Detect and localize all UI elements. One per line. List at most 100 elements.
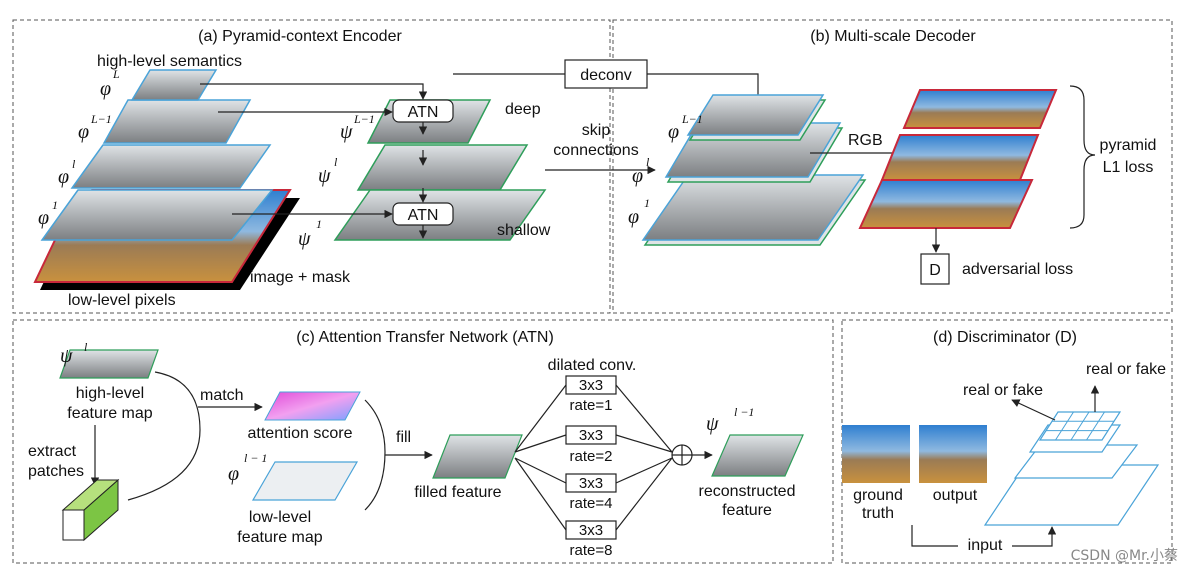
phi-L-sup: L: [112, 67, 120, 81]
phi-L-layer: [130, 69, 218, 101]
phi-L1-label: φ: [78, 121, 89, 143]
conv-kernel-2: 3x3: [579, 427, 603, 444]
input-label: input: [968, 537, 1003, 554]
psi-l-sup: l: [334, 155, 338, 169]
ll-feature-label-2: feature map: [237, 529, 322, 546]
patch-cube-top: [61, 479, 120, 511]
recon-psi-sup: l −1: [734, 405, 754, 419]
deep-label: deep: [505, 101, 541, 118]
attention-score-label: attention score: [248, 425, 353, 442]
reconstructed-feature-map: [711, 434, 804, 477]
psi-L1-sup: L−1: [353, 112, 375, 126]
atn-psi-l-map: [59, 349, 159, 379]
atn-phi-label: φ: [228, 463, 239, 485]
phi-L-label: φ: [100, 78, 111, 100]
ll-feature-label-1: low-level: [249, 509, 311, 526]
curve-fill: [364, 399, 386, 511]
varphi-l-sup: l: [646, 155, 650, 169]
low-level-pixels-label: low-level pixels: [68, 292, 176, 309]
conv-rate-4: rate=8: [570, 542, 613, 559]
conv-branch-1: 3x3 rate=1: [565, 375, 617, 414]
atn-psi-label: ψ: [60, 345, 73, 367]
high-level-semantics-label: high-level semantics: [97, 53, 242, 70]
reconstructed-label-2: feature: [722, 502, 772, 519]
phi-L1-sup: L−1: [90, 112, 112, 126]
phi-1-label: φ: [38, 207, 49, 229]
deconv-label: deconv: [580, 67, 632, 84]
phi-l-label: φ: [58, 166, 69, 188]
conv-kernel-1: 3x3: [579, 377, 603, 394]
panel-b-title: (b) Multi-scale Decoder: [810, 28, 976, 45]
conv-kernel-4: 3x3: [579, 522, 603, 539]
fill-label: fill: [396, 429, 411, 446]
psi-L1-label: ψ: [340, 121, 353, 143]
psi-1-sup: 1: [316, 217, 322, 231]
varphi-L1-layer: [686, 94, 825, 136]
disc-grid-lines: [1046, 411, 1114, 441]
hl-feature-label-2: feature map: [67, 405, 152, 422]
atn-box-top-label: ATN: [408, 104, 439, 121]
loss-bracket: [1069, 85, 1096, 229]
attention-score-map: [264, 391, 361, 421]
atn-box-bottom-label: ATN: [408, 207, 439, 224]
output-image: [919, 425, 987, 483]
panel-c-border: [12, 319, 834, 564]
panel-a-border: [12, 19, 611, 314]
atn-phi-map: [251, 461, 359, 501]
varphi-1-label: φ: [628, 206, 639, 228]
real-or-fake-label-2: real or fake: [1086, 361, 1166, 378]
varphi-l-label: φ: [632, 165, 643, 187]
varphi-L1-sup: L−1: [681, 112, 703, 126]
conv-rate-1: rate=1: [570, 397, 613, 414]
phi-L1-layer: [102, 99, 252, 144]
panel-d-title: (d) Discriminator (D): [933, 329, 1077, 346]
psi-1-label: ψ: [298, 228, 311, 250]
reconstructed-label-1: reconstructed: [699, 483, 796, 500]
phi-l-sup: l: [72, 157, 76, 171]
d-box: [920, 253, 950, 285]
rgb-output-3: [902, 89, 1058, 129]
filled-feature-label: filled feature: [414, 484, 501, 501]
fan-in-lines: [615, 384, 673, 531]
panel-b-border: [612, 19, 1173, 314]
phi-1-sup: 1: [52, 198, 58, 212]
shallow-label: shallow: [497, 222, 551, 239]
phi-l-layer: [70, 144, 272, 189]
rgb-label: RGB: [848, 132, 883, 149]
ground-truth-label-2: truth: [862, 505, 894, 522]
atn-phi-sup: l − 1: [244, 451, 267, 465]
output-label: output: [933, 487, 978, 504]
conv-branch-4: 3x3 rate=8: [565, 520, 617, 559]
recon-psi-label: ψ: [706, 413, 719, 435]
arrow-phiL-to-atn: [200, 83, 428, 100]
skip-label-2: connections: [553, 142, 638, 159]
patch-cube-front: [62, 509, 85, 541]
sum-node-plus: [672, 445, 692, 465]
d-box-label: D: [929, 262, 941, 279]
real-or-fake-label-1: real or fake: [963, 382, 1043, 399]
conv-branch-2: 3x3 rate=2: [565, 425, 617, 465]
atn-psi-sup: l: [84, 340, 88, 354]
pyramid-label: pyramid: [1100, 137, 1157, 154]
panel-c-title: (c) Attention Transfer Network (ATN): [296, 329, 554, 346]
ground-truth-label-1: ground: [853, 487, 903, 504]
phi-1-layer: [40, 189, 274, 241]
curve-patches-to-match: [127, 371, 201, 501]
filled-feature-map: [432, 434, 523, 479]
l1-loss-label: L1 loss: [1103, 159, 1154, 176]
patches-label-bound: patches: [28, 463, 84, 480]
conv-branch-3: 3x3 rate=4: [565, 473, 617, 512]
conv-rate-2: rate=2: [570, 448, 613, 465]
panel-a-title: (a) Pyramid-context Encoder: [198, 28, 402, 45]
watermark: CSDN @Mr.小蔡: [1071, 548, 1178, 564]
psi-l-layer: [356, 144, 529, 191]
image-mask-label: image + mask: [250, 269, 351, 286]
adversarial-loss-label: adversarial loss: [962, 261, 1073, 278]
extract-label: extract: [28, 443, 77, 460]
conv-kernel-3: 3x3: [579, 475, 603, 492]
conv-rate-3: rate=4: [570, 495, 613, 512]
hl-feature-label-1: high-level: [76, 385, 144, 402]
rgb-output-2: [880, 134, 1040, 181]
dilated-conv-label: dilated conv.: [548, 357, 637, 374]
